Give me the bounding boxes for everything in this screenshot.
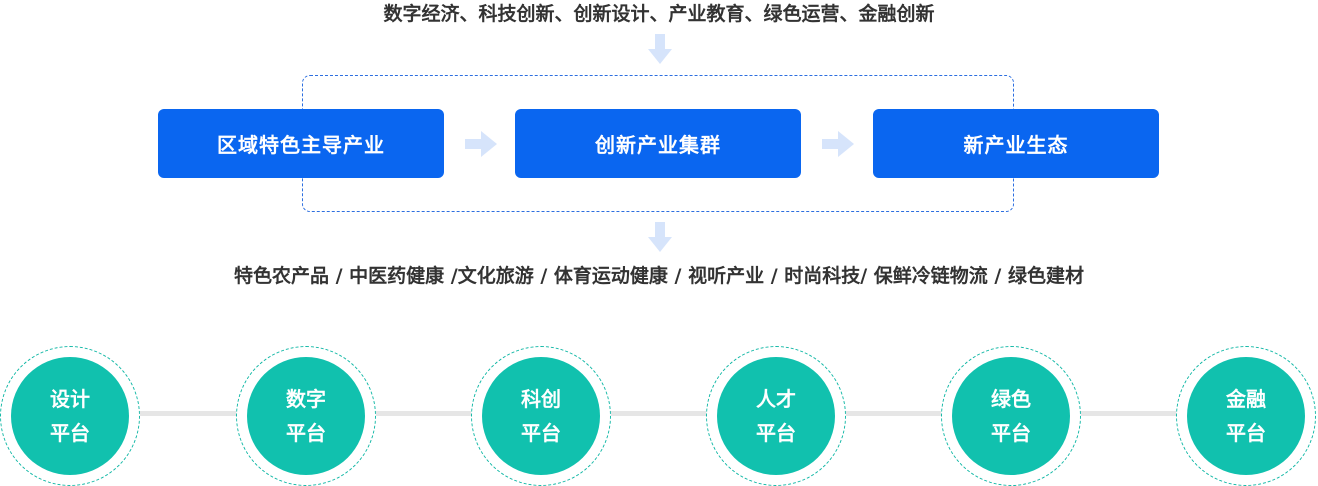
platform-label-line2: 平台 xyxy=(521,421,561,445)
down-arrow-icon-bottom xyxy=(648,222,672,252)
platform-circle: 人才 平台 xyxy=(717,357,835,475)
platform-label-line1: 设计 xyxy=(50,387,90,411)
stage-innovation-cluster: 创新产业集群 xyxy=(515,109,801,178)
platform-talent: 人才 平台 xyxy=(706,346,846,486)
platform-circle: 绿色 平台 xyxy=(952,357,1070,475)
platform-label-line2: 平台 xyxy=(286,421,326,445)
platform-finance: 金融 平台 xyxy=(1176,346,1316,486)
platform-label-line1: 人才 xyxy=(756,387,796,411)
platform-circle: 科创 平台 xyxy=(482,357,600,475)
platform-label-line2: 平台 xyxy=(50,421,90,445)
top-focus-areas-label: 数字经济、科技创新、创新设计、产业教育、绿色运营、金融创新 xyxy=(383,3,935,25)
industries-list-label: 特色农产品 / 中医药健康 /文化旅游 / 体育运动健康 / 视听产业 / 时尚… xyxy=(234,265,1084,287)
platform-label-line1: 数字 xyxy=(286,387,326,411)
platform-label-line1: 绿色 xyxy=(991,387,1031,411)
platform-label-line2: 平台 xyxy=(991,421,1031,445)
platform-digital: 数字 平台 xyxy=(236,346,376,486)
platform-circle: 金融 平台 xyxy=(1187,357,1305,475)
platform-green: 绿色 平台 xyxy=(941,346,1081,486)
platform-design: 设计 平台 xyxy=(0,346,140,486)
right-arrow-icon-1 xyxy=(465,131,497,157)
platform-label-line1: 科创 xyxy=(521,387,561,411)
platform-circle: 数字 平台 xyxy=(247,357,365,475)
platform-circle: 设计 平台 xyxy=(11,357,129,475)
stage-new-industry-ecology: 新产业生态 xyxy=(873,109,1159,178)
right-arrow-icon-2 xyxy=(822,131,854,157)
down-arrow-icon-top xyxy=(648,34,672,64)
platform-label-line2: 平台 xyxy=(756,421,796,445)
platform-label-line2: 平台 xyxy=(1226,421,1266,445)
platform-sci-tech: 科创 平台 xyxy=(471,346,611,486)
platform-connector-line xyxy=(70,411,1245,416)
stage-regional-leading-industry: 区域特色主导产业 xyxy=(158,109,444,178)
platform-label-line1: 金融 xyxy=(1226,387,1266,411)
